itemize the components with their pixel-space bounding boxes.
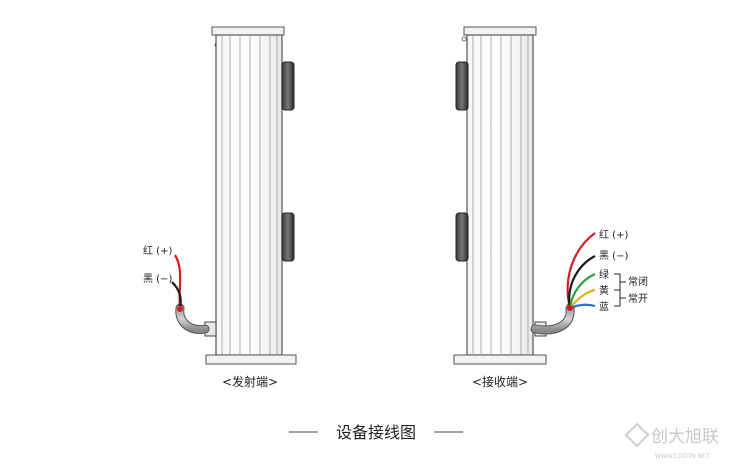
receiver-unit [453, 26, 596, 365]
receiver-top-cap [463, 26, 537, 36]
receiver-wire-junction [567, 305, 573, 311]
rx-wire-label-red: 红 (+) [599, 228, 628, 241]
receiver-screw [461, 36, 467, 42]
transmitter-top-cap [211, 26, 285, 36]
transmitter-wire-red [174, 254, 182, 310]
watermark-diamond-icon [624, 422, 650, 448]
transmitter-caption: <发射端> [222, 374, 278, 389]
rx-wire-label-yellow: 黄 [599, 284, 609, 297]
tx-wire-label-red: 红 (+) [143, 244, 172, 257]
nc-group-label: 常闭 [628, 275, 648, 288]
transmitter-ribs [221, 36, 278, 354]
receiver-lens-lower [455, 212, 469, 262]
tx-wire-label-black: 黑 (−) [143, 273, 172, 285]
receiver-wire-green [568, 273, 596, 309]
rx-wire-label-blue: 蓝 [599, 301, 609, 313]
receiver-body [466, 34, 534, 356]
transmitter-lens-lower [281, 212, 295, 262]
diagram-title: 设备接线图 [336, 423, 416, 442]
nc-bracket [614, 273, 626, 291]
rx-wire-label-green: 绿 [599, 268, 609, 281]
no-group-label: 常开 [628, 292, 648, 305]
receiver-lens-upper [455, 61, 469, 111]
no-bracket [614, 289, 626, 307]
receiver-caption: <接收端> [472, 374, 528, 389]
rx-wire-label-black: 黑 (−) [599, 250, 628, 262]
transmitter-unit [171, 26, 297, 365]
receiver-ribs [472, 36, 529, 354]
transmitter-wire-junction [177, 306, 183, 312]
transmitter-body [215, 34, 283, 356]
watermark-logo: 创大旭联 WWW.CDDTN.NET [624, 422, 719, 460]
receiver-wire-yellow [569, 288, 596, 309]
receiver-wire-black [568, 255, 596, 309]
receiver-base [453, 354, 547, 365]
transmitter-base [205, 354, 297, 365]
transmitter-lens-upper [281, 61, 295, 111]
watermark-text: 创大旭联 [651, 427, 719, 447]
watermark-subtext: WWW.CDDTN.NET [655, 453, 710, 460]
